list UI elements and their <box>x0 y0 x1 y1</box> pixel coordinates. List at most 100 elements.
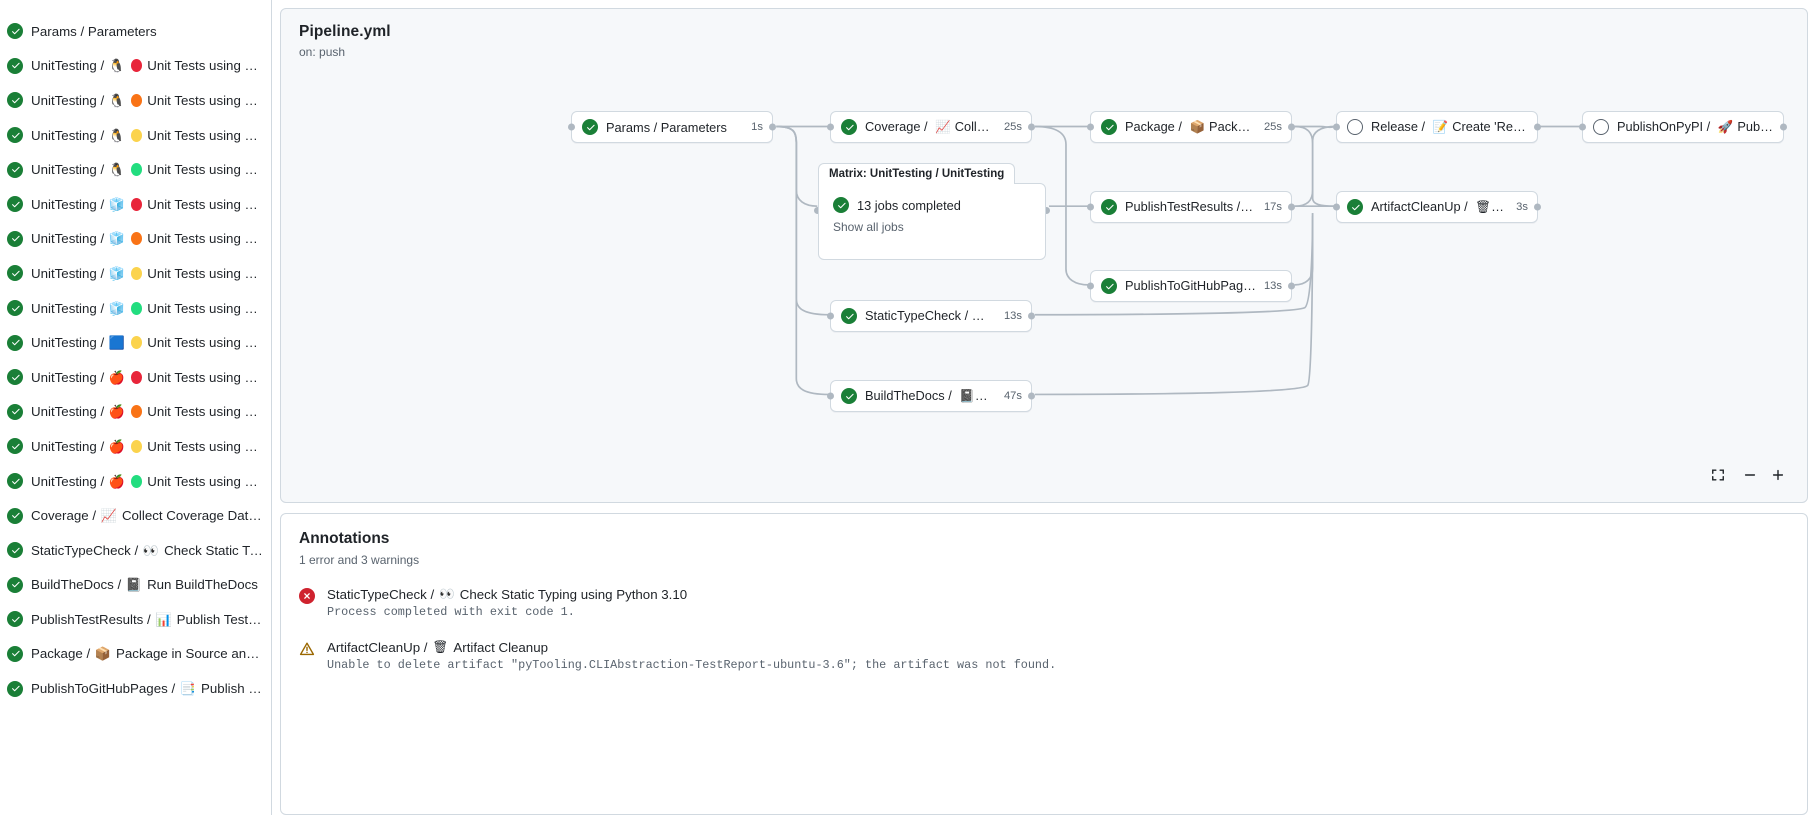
job-step-name: Unit Tests using Pyth... <box>147 300 263 316</box>
node-status-icon <box>841 119 857 135</box>
job-step-emoji-icon: 📑 <box>179 681 197 697</box>
node-port-right <box>1028 392 1035 400</box>
python-version-dot-icon <box>131 405 143 419</box>
job-workflow-name: UnitTesting <box>31 162 97 178</box>
job-separator: / <box>96 473 108 489</box>
job-separator: / <box>167 681 179 697</box>
job-separator: / <box>96 369 108 385</box>
job-step-name: Unit Tests using Pyth... <box>147 438 263 454</box>
sidebar-job-item[interactable]: BuildTheDocs / 📓Run BuildTheDocs <box>0 568 271 603</box>
node-step-emoji-icon: 📓 <box>959 389 975 403</box>
job-label: Package / 📦Package in Source and Wh... <box>31 646 263 661</box>
job-status-icon <box>7 127 23 144</box>
job-step-emoji-icon: 📓 <box>125 577 143 593</box>
job-separator: / <box>130 542 142 558</box>
sidebar-job-item[interactable]: UnitTesting / 🍎Unit Tests using Pyth... <box>0 429 271 464</box>
job-status-icon <box>7 576 23 593</box>
sidebar-job-item[interactable]: UnitTesting / 🐧Unit Tests using Pyth... <box>0 49 271 84</box>
graph-node-package[interactable]: Package / 📦Package in So...25s <box>1087 111 1295 143</box>
python-version-dot-icon <box>131 59 143 73</box>
node-port-right <box>1534 203 1541 211</box>
node-label: Release / 📝Create 'Release P... <box>1371 119 1528 134</box>
job-step-emoji-icon: 🟦 <box>108 335 126 351</box>
annotation-message: Process completed with exit code 1. <box>327 605 575 619</box>
job-step-emoji-icon: 👀 <box>142 542 160 558</box>
check-circle-icon <box>7 473 23 490</box>
job-label: UnitTesting / 🐧Unit Tests using Pyth... <box>31 58 263 73</box>
skipped-circle-icon <box>1347 119 1363 135</box>
workflow-header: Pipeline.yml on: push <box>299 23 391 59</box>
job-step-emoji-icon: 🧊 <box>108 196 126 212</box>
job-status-icon <box>7 645 23 662</box>
graph-node-ghpages[interactable]: PublishToGitHubPages / 📑...13s <box>1087 270 1295 302</box>
job-step-emoji-icon: 📈 <box>100 508 117 524</box>
check-circle-icon <box>7 300 23 317</box>
sidebar-job-item[interactable]: UnitTesting / 🍎Unit Tests using Pyth... <box>0 360 271 395</box>
zoom-in-button[interactable] <box>1767 464 1789 486</box>
graph-node-coverage[interactable]: Coverage / 📈Collect Cove...25s <box>827 111 1035 143</box>
sidebar-job-item[interactable]: Coverage / 📈Collect Coverage Data usi... <box>0 498 271 533</box>
sidebar-job-item[interactable]: StaticTypeCheck / 👀Check Static Typing..… <box>0 533 271 568</box>
sidebar-job-item[interactable]: UnitTesting / 🐧Unit Tests using Pyth... <box>0 83 271 118</box>
sidebar-job-item[interactable]: UnitTesting / 🧊Unit Tests using Pyth... <box>0 222 271 257</box>
graph-zoom-controls[interactable] <box>1707 464 1789 486</box>
sidebar-job-item[interactable]: UnitTesting / 🧊Unit Tests using Pyth... <box>0 187 271 222</box>
check-circle-icon <box>7 507 23 524</box>
matrix-body[interactable]: 13 jobs completed Show all jobs <box>818 183 1046 260</box>
job-step-emoji-icon: 🍎 <box>108 438 126 454</box>
sidebar-job-item[interactable]: UnitTesting / 🍎Unit Tests using Pyth... <box>0 464 271 499</box>
job-label: UnitTesting / 🐧Unit Tests using Pyth... <box>31 162 263 177</box>
job-step-emoji-icon: 🍎 <box>108 369 126 385</box>
job-step-name: Package in Source and Wh... <box>116 646 263 662</box>
sidebar-job-item[interactable]: UnitTesting / 🧊Unit Tests using Pyth... <box>0 291 271 326</box>
sidebar-job-item[interactable]: PublishTestResults / 📊Publish Test Resu.… <box>0 602 271 637</box>
check-circle-icon <box>7 265 23 282</box>
annotation-content: StaticTypeCheck / 👀Check Static Typing u… <box>327 587 687 620</box>
node-step-emoji-icon: 📈 <box>935 120 951 134</box>
zoom-out-button[interactable] <box>1739 464 1761 486</box>
graph-node-docs[interactable]: BuildTheDocs / 📓Run Buil...47s <box>827 380 1035 412</box>
job-workflow-name: UnitTesting <box>31 473 97 489</box>
node-port-right <box>1288 123 1295 131</box>
job-separator: / <box>96 335 108 351</box>
job-status-icon <box>7 403 23 420</box>
sidebar-job-item[interactable]: UnitTesting / 🐧Unit Tests using Pyth... <box>0 152 271 187</box>
python-version-dot-icon <box>131 301 143 315</box>
job-step-name: Collect Coverage Data usi... <box>121 508 263 524</box>
sidebar-job-item[interactable]: PublishToGitHubPages / 📑Publish to G... <box>0 671 271 706</box>
job-step-name: Unit Tests using Pyth... <box>147 473 263 489</box>
sidebar-job-item[interactable]: UnitTesting / 🐧Unit Tests using Pyth... <box>0 118 271 153</box>
show-all-jobs-link[interactable]: Show all jobs <box>833 220 904 234</box>
sidebar-job-item[interactable]: Params / Parameters <box>0 14 271 49</box>
sidebar-job-item[interactable]: UnitTesting / 🟦Unit Tests using Pyth... <box>0 325 271 360</box>
job-separator: / <box>113 577 125 593</box>
job-workflow-name: Package <box>31 646 83 662</box>
job-label: UnitTesting / 🐧Unit Tests using Pyth... <box>31 128 263 143</box>
sidebar-job-item[interactable]: Package / 📦Package in Source and Wh... <box>0 637 271 672</box>
job-step-emoji-icon: 📦 <box>94 646 112 662</box>
check-circle-icon <box>841 308 857 324</box>
graph-node-testresults[interactable]: PublishTestResults / 📊Pu...17s <box>1087 191 1295 223</box>
matrix-group-unittesting[interactable]: Matrix: UnitTesting / UnitTesting 13 job… <box>814 163 1050 260</box>
sidebar-job-item[interactable]: UnitTesting / 🍎Unit Tests using Pyth... <box>0 395 271 430</box>
job-step-name: Check Static Typing... <box>164 542 263 558</box>
matrix-tab-label: Matrix: UnitTesting / UnitTesting <box>818 163 1016 184</box>
fit-to-screen-button[interactable] <box>1707 464 1729 486</box>
job-workflow-name: UnitTesting <box>31 92 97 108</box>
node-port-left <box>1579 123 1586 131</box>
graph-node-release[interactable]: Release / 📝Create 'Release P... <box>1333 111 1541 143</box>
graph-node-cleanup[interactable]: ArtifactCleanUp / 🗑Artifac...3s <box>1333 191 1541 223</box>
graph-node-typecheck[interactable]: StaticTypeCheck / 👀Chec...13s <box>827 300 1035 332</box>
sidebar-job-item[interactable]: UnitTesting / 🧊Unit Tests using Pyth... <box>0 256 271 291</box>
annotation-step-name: Artifact Cleanup <box>453 640 548 655</box>
node-port-left <box>568 123 575 131</box>
annotations-list: StaticTypeCheck / 👀Check Static Typing u… <box>299 587 1789 673</box>
annotation-row[interactable]: StaticTypeCheck / 👀Check Static Typing u… <box>299 587 1789 620</box>
job-status-icon <box>7 369 23 386</box>
graph-node-pypi[interactable]: PublishOnPyPI / 🚀Publish to ... <box>1579 111 1787 143</box>
check-circle-icon <box>1101 119 1117 135</box>
node-port-right <box>1288 203 1295 211</box>
